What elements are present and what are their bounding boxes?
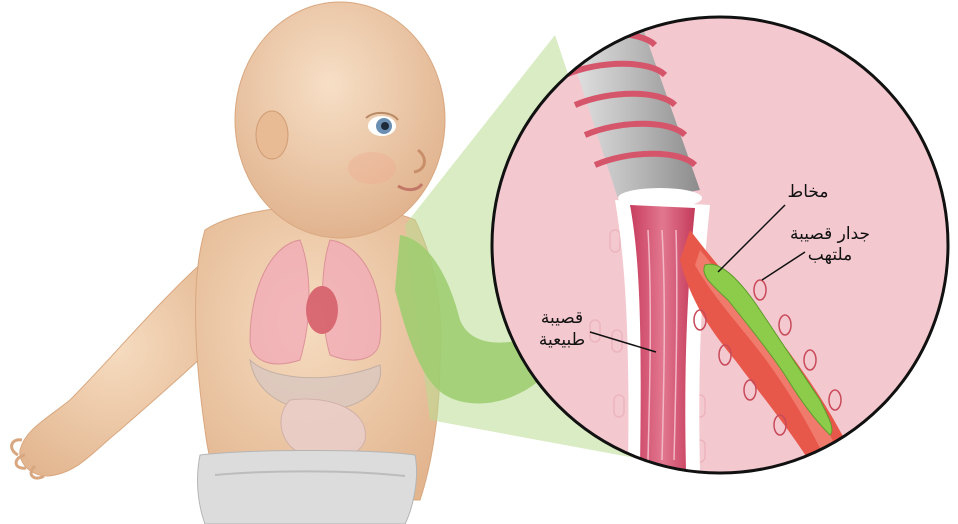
heart xyxy=(306,286,338,334)
label-inflamed-wall-line1: جدار قصيبة xyxy=(780,224,880,245)
baby-ear xyxy=(256,111,288,159)
label-inflamed-wall-line2: ملتهب xyxy=(780,245,880,266)
label-normal-line1: قصيبة xyxy=(522,307,602,329)
baby-figure xyxy=(12,2,445,524)
label-inflamed-wall: جدار قصيبة ملتهب xyxy=(780,224,880,266)
label-normal-line2: طبيعية xyxy=(522,329,602,351)
label-normal-bronchiole: قصيبة طبيعية xyxy=(522,307,602,351)
diaper xyxy=(198,450,417,524)
label-mucus: مخاط xyxy=(778,182,838,203)
